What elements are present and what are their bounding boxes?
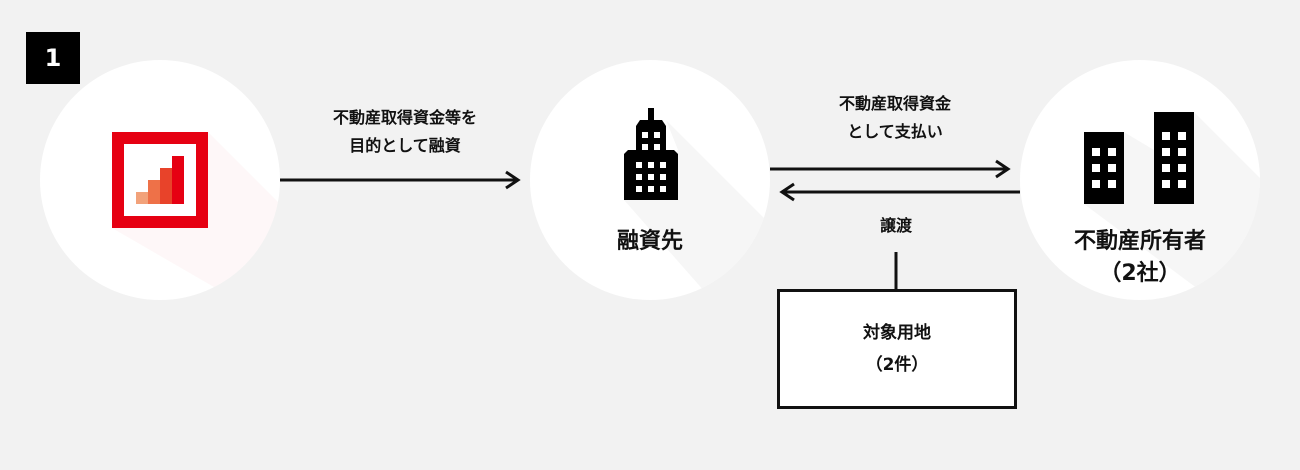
payment-label-line1: 不動産取得資金 [838, 94, 951, 113]
owners-label-main: 不動産所有者 [1073, 229, 1206, 254]
buildings-icon [1084, 112, 1194, 204]
land-count: （2件） [865, 355, 929, 375]
loan-arrow [280, 170, 521, 190]
office-building-icon [624, 108, 678, 200]
owners-node [1020, 60, 1260, 300]
step-badge: 1 [26, 32, 80, 84]
loan-label-line2: 目的として融資 [349, 136, 461, 155]
loan-label: 不動産取得資金等を 目的として融資 [280, 104, 530, 160]
transfer-label: 譲渡 [879, 216, 912, 235]
payment-label: 不動産取得資金 として支払い [770, 90, 1020, 146]
payment-label-line2: として支払い [847, 122, 943, 141]
borrower-label: 融資先 [616, 229, 683, 254]
land-label: 対象用地 [863, 323, 931, 343]
payment-arrow [770, 159, 1011, 179]
transfer-arrow [779, 182, 1020, 202]
owners-label-count: （2社） [1099, 261, 1181, 286]
loan-label-line1: 不動産取得資金等を [332, 108, 477, 127]
owners-label: 不動産所有者 （2社） [1040, 226, 1240, 290]
land-box: 対象用地 （2件） [777, 289, 1017, 409]
logo-shadow [112, 132, 340, 360]
bar-chart-logo-icon [112, 132, 208, 228]
